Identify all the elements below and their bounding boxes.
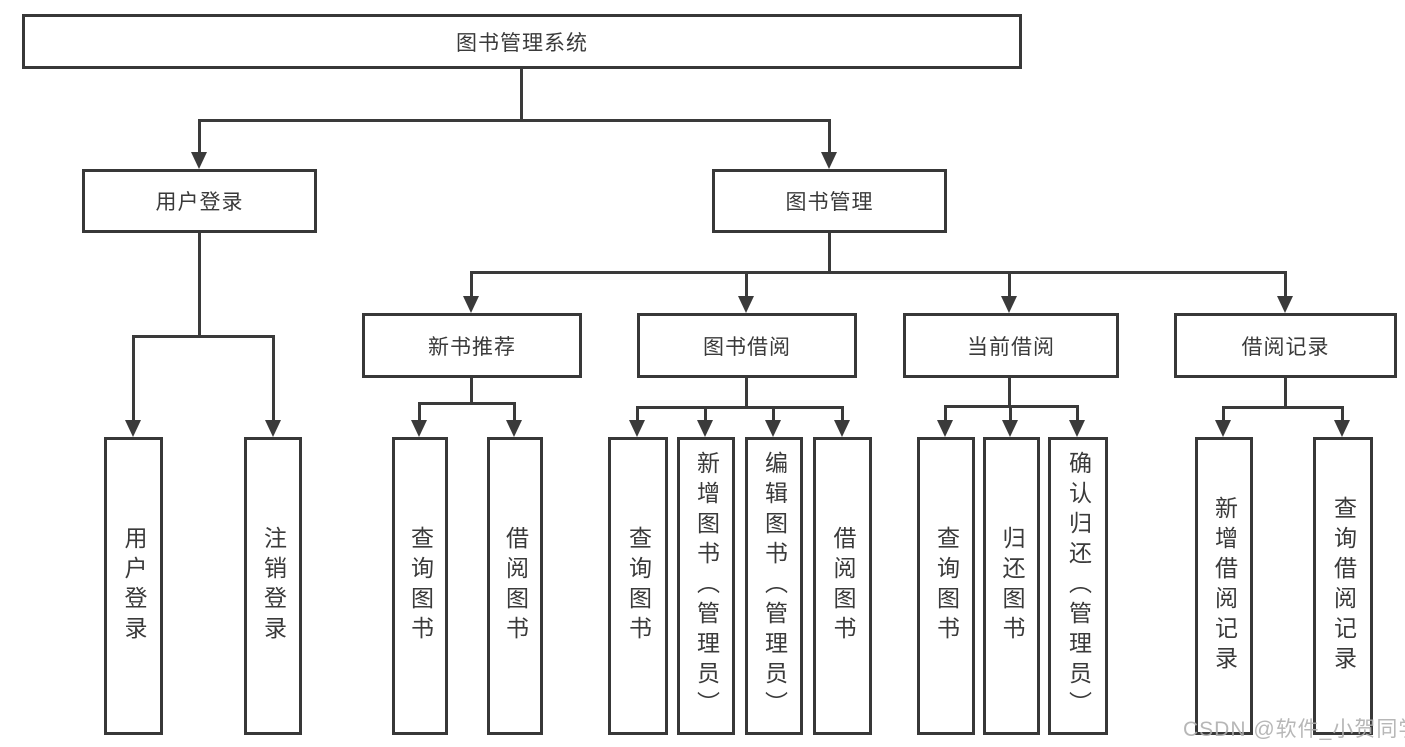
arrow-down-icon (821, 152, 837, 169)
connector-vline (520, 69, 523, 120)
arrow-down-icon (1001, 296, 1017, 313)
node-book-borrow: 图书借阅 (637, 313, 857, 378)
leaf-label: 用户登录 (121, 526, 147, 646)
leaf-label: 查询图书 (933, 526, 960, 646)
leaf-label: 借阅图书 (502, 526, 529, 646)
leaf-add-borrow-record: 新增借阅记录 (1195, 437, 1253, 735)
arrow-down-icon (765, 420, 781, 437)
node-label: 图书借阅 (703, 335, 791, 359)
leaf-label: 确认归还（管理员） (1065, 451, 1092, 721)
arrow-down-icon (1215, 420, 1231, 437)
node-label: 借阅记录 (1241, 335, 1330, 359)
connector-vline (828, 119, 831, 155)
leaf-borrow-book-under-recommend: 借阅图书 (487, 437, 543, 735)
node-user-login: 用户登录 (82, 169, 317, 233)
leaf-label: 新增图书（管理员） (693, 451, 720, 721)
connector-hline (132, 335, 275, 338)
connector-vline (1222, 406, 1225, 423)
arrow-down-icon (463, 296, 479, 313)
connector-vline (772, 406, 775, 423)
connector-vline (828, 233, 831, 274)
arrow-down-icon (1002, 420, 1018, 437)
node-new-book-recommend: 新书推荐 (362, 313, 582, 378)
connector-vline (418, 402, 421, 423)
leaf-add-book-admin: 新增图书（管理员） (677, 437, 735, 735)
connector-hline (198, 119, 831, 122)
leaf-label: 借阅图书 (830, 526, 856, 646)
connector-vline (636, 406, 639, 423)
arrow-down-icon (506, 420, 522, 437)
connector-vline (745, 378, 748, 409)
leaf-label: 注销登录 (260, 526, 287, 646)
connector-vline (1284, 271, 1287, 299)
leaf-return-book: 归还图书 (983, 437, 1040, 735)
connector-vline (704, 406, 707, 423)
arrow-down-icon (191, 152, 207, 169)
connector-vline (470, 271, 473, 299)
connector-vline (745, 271, 748, 299)
node-library-management-system: 图书管理系统 (22, 14, 1022, 69)
arrow-down-icon (834, 420, 850, 437)
leaf-query-book-under-current: 查询图书 (917, 437, 975, 735)
connector-vline (1284, 378, 1287, 409)
connector-vline (513, 402, 516, 423)
arrow-down-icon (1334, 420, 1350, 437)
node-label: 图书管理 (785, 191, 874, 214)
node-borrow-record: 借阅记录 (1174, 313, 1397, 378)
leaf-query-borrow-record: 查询借阅记录 (1313, 437, 1373, 735)
connector-vline (470, 378, 473, 405)
arrow-down-icon (738, 296, 754, 313)
connector-vline (1341, 406, 1344, 423)
connector-vline (944, 405, 947, 423)
arrow-down-icon (125, 420, 141, 437)
connector-vline (198, 233, 201, 338)
connector-vline (1076, 405, 1079, 423)
arrow-down-icon (1069, 420, 1085, 437)
leaf-label: 归还图书 (999, 526, 1025, 646)
leaf-borrow-book-under-borrow: 借阅图书 (813, 437, 872, 735)
connector-hline (470, 271, 1287, 274)
leaf-query-book-under-recommend: 查询图书 (392, 437, 448, 735)
node-label: 用户登录 (155, 191, 244, 214)
connector-vline (272, 335, 275, 423)
leaf-confirm-return-admin: 确认归还（管理员） (1048, 437, 1108, 735)
connector-hline (1222, 406, 1344, 409)
leaf-label: 查询借阅记录 (1330, 496, 1357, 676)
arrow-down-icon (697, 420, 713, 437)
node-label: 新书推荐 (428, 335, 516, 359)
leaf-label: 查询图书 (407, 526, 434, 646)
leaf-label: 新增借阅记录 (1211, 496, 1238, 676)
arrow-down-icon (937, 420, 953, 437)
connector-vline (132, 335, 135, 423)
leaf-edit-book-admin: 编辑图书（管理员） (745, 437, 803, 735)
connector-hline (636, 406, 844, 409)
node-label: 当前借阅 (967, 335, 1055, 359)
connector-vline (1008, 378, 1011, 408)
leaf-user-login: 用户登录 (104, 437, 163, 735)
arrow-down-icon (411, 420, 427, 437)
connector-vline (1008, 271, 1011, 299)
connector-vline (841, 406, 844, 423)
connector-vline (1009, 405, 1012, 423)
arrow-down-icon (629, 420, 645, 437)
node-book-management: 图书管理 (712, 169, 947, 233)
node-label: 图书管理系统 (456, 31, 588, 55)
node-current-borrow: 当前借阅 (903, 313, 1119, 378)
arrow-down-icon (265, 420, 281, 437)
leaf-query-book-under-borrow: 查询图书 (608, 437, 668, 735)
leaf-label: 编辑图书（管理员） (761, 451, 788, 721)
csdn-watermark: CSDN @软件_小贺同学 (1183, 718, 1405, 741)
arrow-down-icon (1277, 296, 1293, 313)
connector-vline (198, 119, 201, 155)
leaf-logout-login: 注销登录 (244, 437, 302, 735)
connector-hline (418, 402, 516, 405)
leaf-label: 查询图书 (625, 526, 652, 646)
